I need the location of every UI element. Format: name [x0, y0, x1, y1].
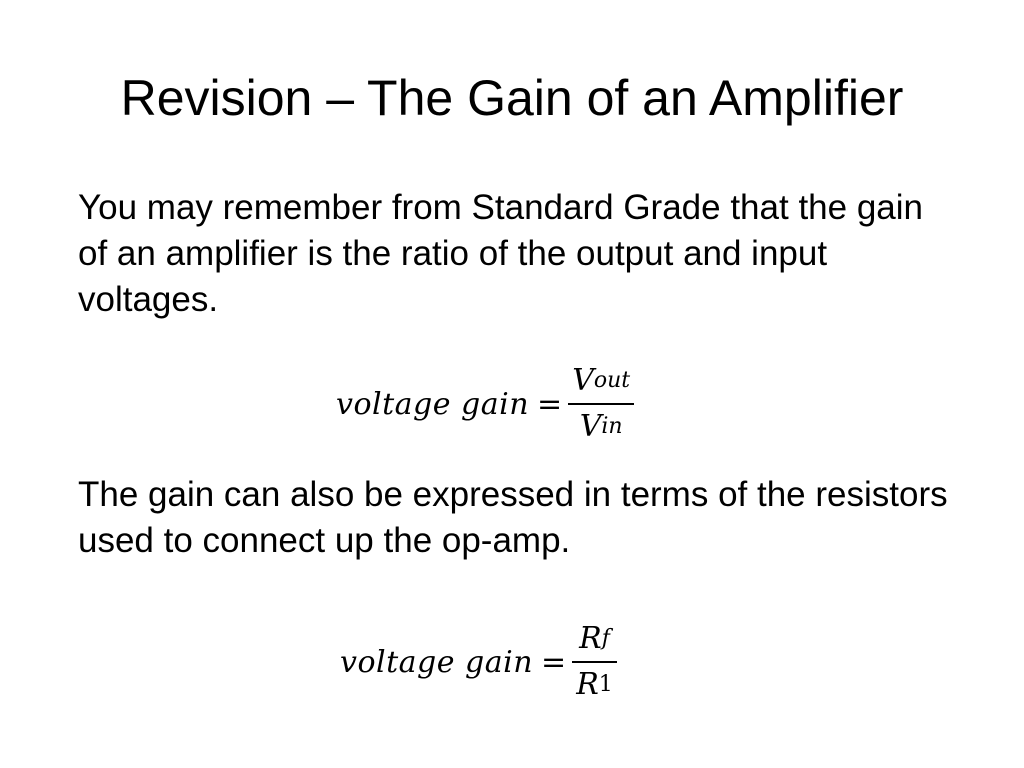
numerator-variable: V: [572, 363, 594, 398]
formula-lhs: voltage gain: [340, 644, 534, 680]
equals-sign: =: [537, 386, 563, 422]
denominator-variable: V: [579, 409, 602, 444]
fraction-bar: [568, 403, 635, 405]
slide-title: Revision – The Gain of an Amplifier: [120, 70, 904, 126]
numerator-variable: R: [579, 621, 602, 656]
equals-sign: =: [541, 644, 567, 680]
fraction-bar: [572, 661, 617, 663]
intro-paragraph: You may remember from Standard Grade tha…: [78, 188, 923, 319]
formula-lhs: voltage gain: [336, 386, 530, 422]
denominator-variable: R: [576, 667, 599, 702]
resistor-paragraph: The gain can also be expressed in terms …: [78, 475, 948, 560]
